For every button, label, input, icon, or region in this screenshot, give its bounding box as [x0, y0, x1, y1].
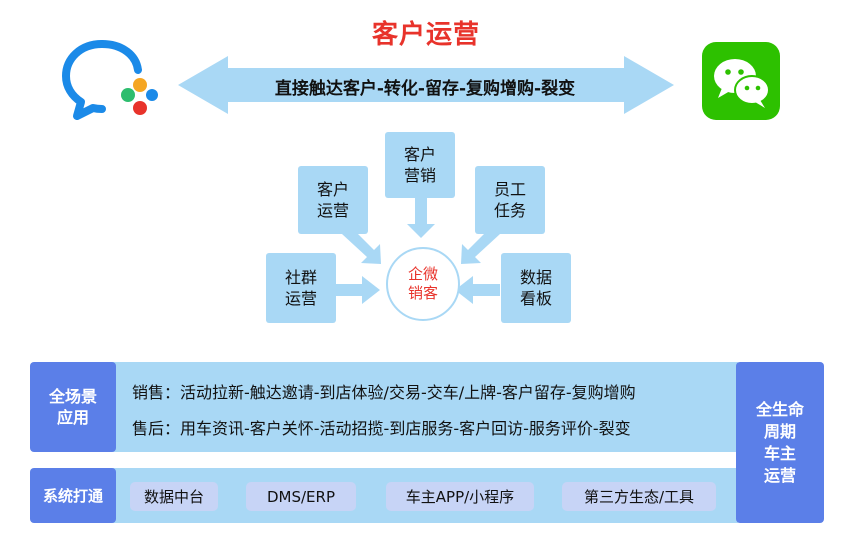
aftersales-flow-line: 售后：用车资讯-客户关怀-活动招揽-到店服务-客户回访-服务评价-裂变 — [132, 419, 631, 438]
hub-node-customer-marketing: 客户 营销 — [385, 132, 455, 198]
hub-node-data-dashboard: 数据 看板 — [501, 253, 571, 323]
wecom-icon — [62, 40, 158, 120]
lifecycle-label: 全生命 周期 车主 运营 — [736, 362, 824, 523]
systems-label: 系统打通 — [30, 468, 116, 523]
hub-node-customer-operation: 客户 运营 — [298, 166, 368, 234]
hub-center: 企微 销客 — [386, 247, 460, 321]
arrow-caption: 直接触达客户-转化-留存-复购增购-裂变 — [274, 79, 576, 99]
page-title: 客户运营 — [371, 20, 480, 50]
wechat-icon — [702, 42, 780, 120]
system-chip-owner-app: 车主APP/小程序 — [386, 482, 534, 511]
system-chip-data-platform: 数据中台 — [130, 482, 218, 511]
sales-flow-line: 销售：活动拉新-触达邀请-到店体验/交易-交车/上牌-客户留存-复购增购 — [132, 383, 636, 402]
scenes-panel — [112, 362, 738, 452]
system-chip-dms-erp: DMS/ERP — [246, 482, 356, 511]
system-chip-third-party: 第三方生态/工具 — [562, 482, 716, 511]
hub-node-employee-tasks: 员工 任务 — [475, 166, 545, 234]
hub-node-community-operation: 社群 运营 — [266, 253, 336, 323]
double-arrow — [178, 56, 674, 114]
scenes-label: 全场景 应用 — [30, 362, 116, 452]
